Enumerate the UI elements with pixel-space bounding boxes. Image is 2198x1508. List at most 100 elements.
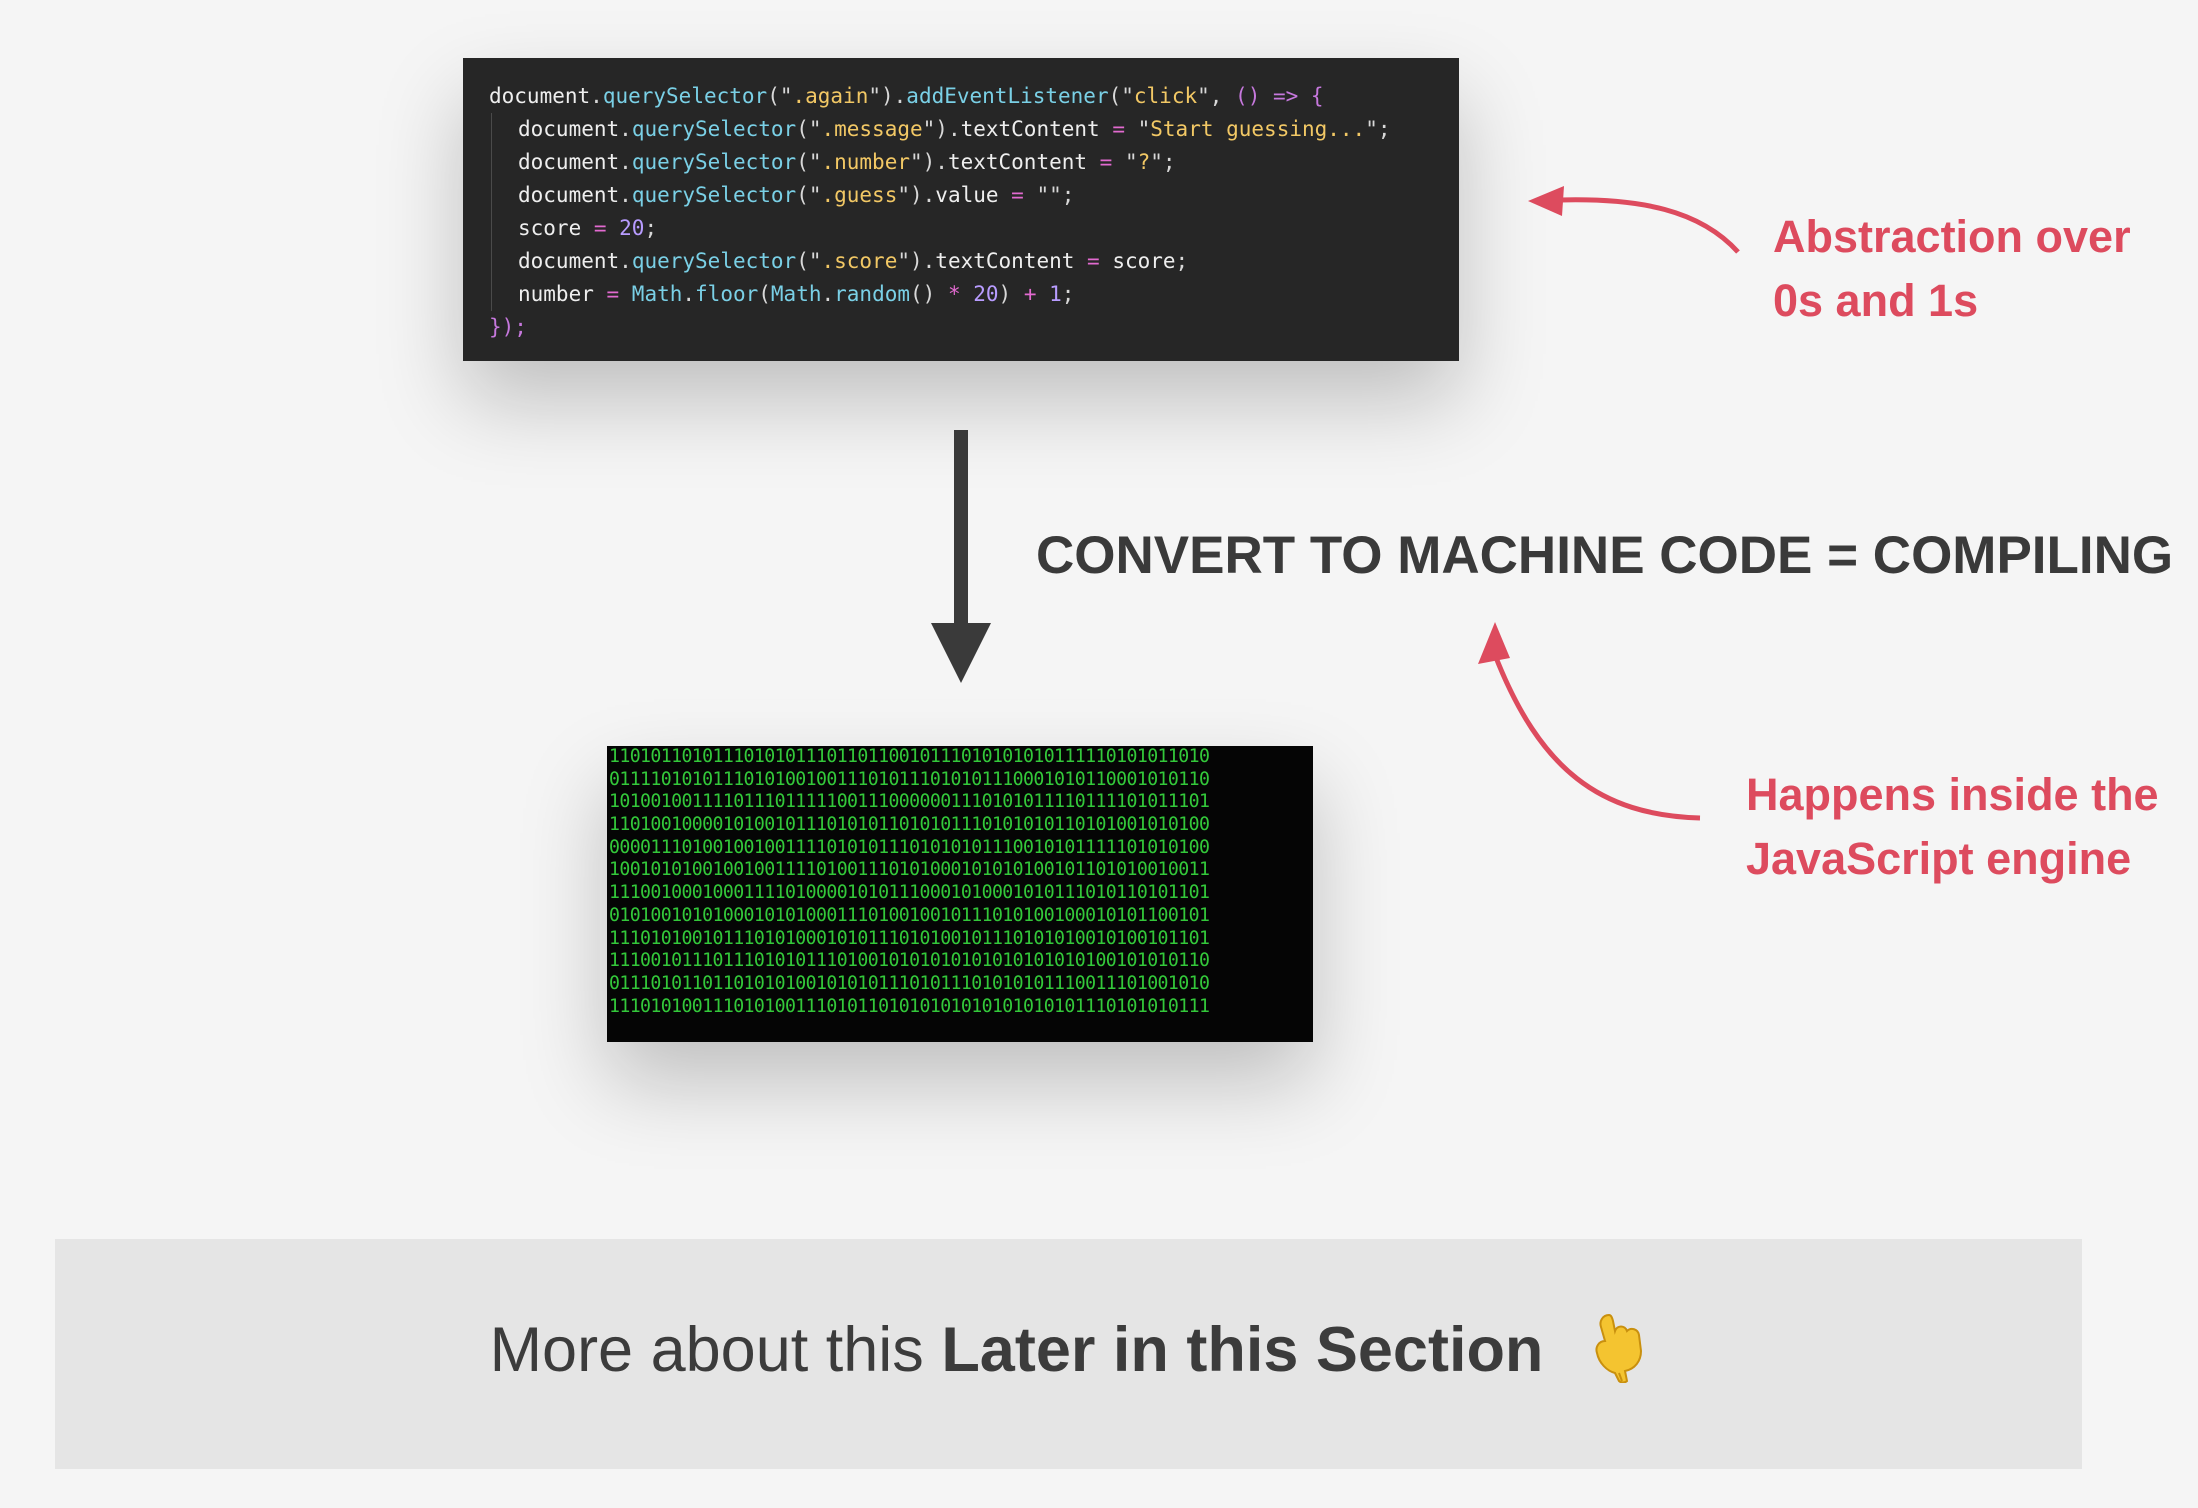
abstraction-note-line2: 0s and 1s — [1773, 275, 1979, 326]
code-line: number = Math.floor(Math.random() * 20) … — [491, 278, 1459, 311]
binary-row: 1010010011110111011111001110000001110101… — [609, 791, 1210, 813]
code-token: ") — [922, 117, 948, 141]
binary-row: 1110101001011101010001010111010100101110… — [609, 927, 1210, 949]
code-token: ; — [644, 216, 658, 240]
engine-note-line1: Happens inside the — [1746, 769, 2159, 820]
code-token: . — [947, 117, 961, 141]
code-token: value — [935, 183, 999, 207]
binary-row: 1101001000010100101110101011010101110101… — [609, 814, 1210, 836]
code-token: () — [910, 282, 936, 306]
code-token: " — [1124, 150, 1138, 174]
code-token: Math — [770, 282, 822, 306]
code-token: floor — [695, 282, 759, 306]
code-token: textContent — [935, 249, 1075, 273]
code-token: . — [893, 84, 907, 108]
pointing-down-hand-icon — [1591, 1311, 1647, 1398]
binary-row: 0101001010100010101000111010010010111010… — [609, 904, 1210, 926]
code-token: textContent — [947, 150, 1088, 174]
code-token: + — [1011, 282, 1050, 306]
code-token: ( — [758, 282, 771, 306]
abstraction-note-line1: Abstraction over — [1773, 211, 2131, 262]
binary-row: 0111101010111010100100111010111010101110… — [609, 768, 1210, 790]
code-token: . — [922, 183, 936, 207]
code-token: score — [518, 216, 582, 240]
binary-row: 1110010111011101010111010010101010101010… — [609, 950, 1210, 972]
code-token: ") — [897, 249, 923, 273]
code-token: (" — [796, 117, 822, 141]
code-token: addEventListener — [906, 84, 1109, 108]
code-token: (" — [767, 84, 793, 108]
code-token: querySelector — [602, 84, 768, 108]
binary-row: 0111010110110101010010101011101011101010… — [609, 972, 1210, 994]
compile-label: CONVERT TO MACHINE CODE = COMPILING — [1036, 526, 2174, 585]
curved-arrow-left-icon — [1528, 186, 1740, 254]
code-line: score = 20; — [491, 212, 1459, 245]
code-token: "; — [1365, 117, 1391, 141]
code-token: = — [1074, 249, 1113, 273]
code-token: ? — [1137, 150, 1151, 174]
code-token: 20 — [619, 216, 645, 240]
binary-row: 0000111010010010011110101011101010101110… — [609, 836, 1210, 858]
footer-text-bold: Later in this Section — [941, 1314, 1544, 1385]
engine-note: Happens inside the JavaScript engine — [1746, 763, 2186, 891]
code-token: . — [935, 150, 948, 174]
binary-row: 1110101001110101001110101101010101010101… — [609, 995, 1210, 1017]
code-token: }); — [489, 315, 527, 339]
code-token: 20 — [973, 282, 999, 306]
code-line: document.querySelector(".number").textCo… — [491, 146, 1459, 179]
code-token: = — [1087, 150, 1125, 174]
code-token: = — [998, 183, 1037, 207]
code-token: querySelector — [631, 249, 797, 273]
code-token: = — [1099, 117, 1138, 141]
code-token: .message — [821, 117, 923, 141]
binary-row: 1110010001000111101000010101110001010001… — [609, 882, 1210, 904]
code-line: document.querySelector(".message").textC… — [491, 113, 1459, 146]
code-token: document — [518, 150, 620, 174]
code-token: . — [682, 282, 696, 306]
code-token: querySelector — [631, 150, 797, 174]
code-token: ; — [1175, 249, 1189, 273]
code-token: (" — [796, 150, 822, 174]
code-token: ") — [910, 150, 936, 174]
code-token: = — [593, 282, 632, 306]
code-token: 1 — [1049, 282, 1062, 306]
code-token: Start guessing... — [1150, 117, 1366, 141]
code-token: document — [518, 183, 620, 207]
code-token: () => { — [1235, 84, 1324, 108]
code-token: " — [1137, 117, 1151, 141]
code-token: . — [590, 84, 603, 108]
code-token: document — [489, 84, 591, 108]
code-token: ""; — [1036, 183, 1075, 207]
code-token: click — [1133, 84, 1198, 108]
code-token: document — [518, 249, 620, 273]
code-token: .number — [821, 150, 910, 174]
code-token: random — [834, 282, 910, 306]
code-token: querySelector — [631, 117, 797, 141]
code-token: document — [518, 117, 620, 141]
code-token: score — [1112, 249, 1176, 273]
code-token: = — [581, 216, 620, 240]
machine-code-binary: 1101011010111010101110110110010111010101… — [607, 746, 1313, 1042]
code-line: }); — [489, 311, 1459, 344]
binary-row: 1001010100100100111101001110101000101010… — [609, 859, 1210, 881]
footer-text-light: More about this — [489, 1314, 942, 1385]
code-snippet: document.querySelector(".again").addEven… — [463, 58, 1459, 361]
engine-note-line2: JavaScript engine — [1746, 833, 2132, 884]
footer-banner: More about this Later in this Section — [55, 1239, 2082, 1469]
code-token: (" — [796, 183, 822, 207]
code-token: (" — [1108, 84, 1134, 108]
code-token: Math — [631, 282, 683, 306]
code-token: .again — [792, 84, 869, 108]
code-token: ", — [1197, 84, 1236, 108]
code-token: "; — [1150, 150, 1176, 174]
code-token: . — [922, 249, 936, 273]
footer-text: More about this Later in this Section — [490, 1311, 1648, 1398]
code-token: .guess — [821, 183, 898, 207]
code-token: .score — [821, 249, 898, 273]
abstraction-note: Abstraction over 0s and 1s — [1773, 205, 2173, 333]
code-token: ") — [897, 183, 923, 207]
code-token: ; — [1061, 282, 1075, 306]
code-token: textContent — [960, 117, 1100, 141]
code-token: . — [619, 249, 632, 273]
code-token: ) — [998, 282, 1012, 306]
